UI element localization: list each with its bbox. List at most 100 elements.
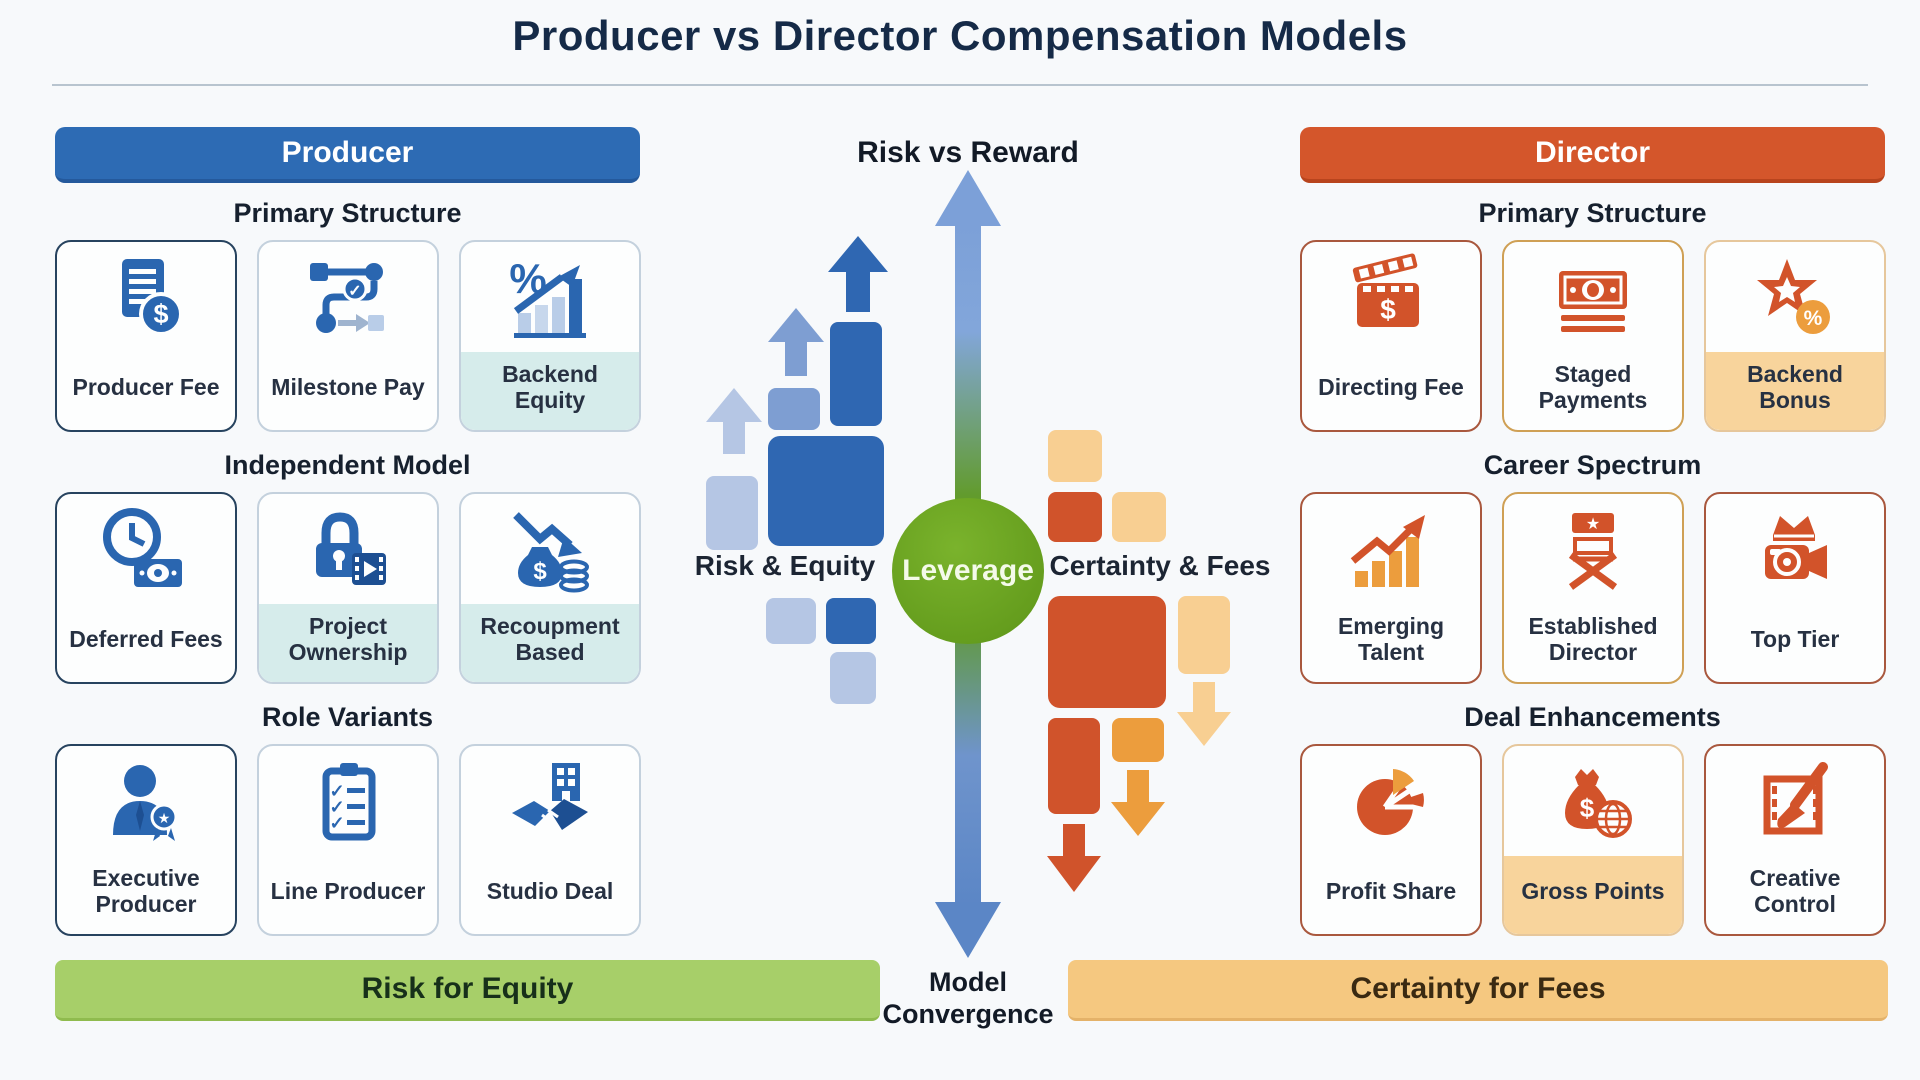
banknote-stack-icon xyxy=(1504,242,1682,352)
moneybag-globe-icon: $ xyxy=(1504,746,1682,856)
model-convergence-line2: Convergence xyxy=(882,999,1054,1030)
certainty-for-fees-banner: Certainty for Fees xyxy=(1068,960,1888,1021)
svg-text:%: % xyxy=(1804,307,1823,330)
risk-up-arrow-mid xyxy=(768,308,824,342)
risk-block xyxy=(766,598,816,644)
producer-banner: Producer xyxy=(55,127,640,183)
svg-text:$: $ xyxy=(533,558,547,585)
film-paintbrush-icon xyxy=(1706,746,1884,856)
director-section-heading-career-spectrum: Career Spectrum xyxy=(1483,450,1702,480)
certainty-down-arrow-red-stem xyxy=(1063,824,1085,858)
risk-block-large xyxy=(768,436,884,546)
person-award-icon: ★ xyxy=(57,746,235,856)
card-label: Producer Fee xyxy=(72,374,220,401)
card-label: Recoupment Based xyxy=(461,604,639,682)
main-arrow-down-head xyxy=(935,902,1001,958)
certainty-block xyxy=(1048,430,1102,482)
producer-section-heading-independent-model: Independent Model xyxy=(224,450,471,480)
card-backend-bonus: % Backend Bonus xyxy=(1704,240,1886,432)
milestone-path-icon: ✓ xyxy=(259,242,437,352)
certainty-block xyxy=(1112,492,1166,542)
card-creative-control: Creative Control xyxy=(1704,744,1886,936)
producer-section-heading-primary-structure: Primary Structure xyxy=(233,198,462,228)
svg-text:$: $ xyxy=(153,299,168,329)
risk-up-arrow-dark-stem xyxy=(846,270,870,312)
card-executive-producer: ★ Executive Producer xyxy=(55,744,237,936)
svg-text:★: ★ xyxy=(1586,516,1600,533)
certainty-down-arrow-light xyxy=(1177,712,1231,746)
risk-up-arrow-mid-stem xyxy=(785,340,807,376)
risk-for-equity-banner: Risk for Equity xyxy=(55,960,880,1021)
director-chair-icon: ★ xyxy=(1504,494,1682,604)
card-top-tier: Top Tier xyxy=(1704,492,1886,684)
risk-up-arrow-dark xyxy=(828,236,888,272)
camera-crown-icon xyxy=(1706,494,1884,604)
certainty-down-arrow-amber-stem xyxy=(1127,770,1149,804)
card-label: Staged Payments xyxy=(1538,361,1648,413)
card-label: Project Ownership xyxy=(259,604,437,682)
card-milestone-pay: ✓ Milestone Pay xyxy=(257,240,439,432)
percent-growth-chart-icon: % xyxy=(461,242,639,352)
down-arrow-moneybag-icon: $ xyxy=(461,494,639,604)
card-directing-fee: $ Directing Fee xyxy=(1300,240,1482,432)
risk-block xyxy=(830,652,876,704)
svg-text:$: $ xyxy=(1380,294,1396,325)
certainty-down-arrow-red xyxy=(1047,856,1101,892)
main-arrow-up-head xyxy=(935,170,1001,226)
star-percent-icon: % xyxy=(1706,242,1884,352)
certainty-block xyxy=(1178,596,1230,674)
svg-text:★: ★ xyxy=(158,810,171,826)
card-backend-equity: % Backend Equity xyxy=(459,240,641,432)
card-label: Gross Points xyxy=(1504,856,1682,934)
certainty-block xyxy=(1048,492,1102,542)
svg-text:✓: ✓ xyxy=(348,283,361,300)
card-label: Backend Equity xyxy=(461,352,639,430)
card-label: Executive Producer xyxy=(92,865,200,917)
card-label: Deferred Fees xyxy=(69,626,223,653)
card-label: Directing Fee xyxy=(1318,374,1464,401)
page-title: Producer vs Director Compensation Models xyxy=(512,12,1408,59)
model-convergence-line1: Model xyxy=(929,967,1007,997)
card-deferred-fees: Deferred Fees xyxy=(55,492,237,684)
card-label: Established Director xyxy=(1528,613,1658,665)
card-label: Creative Control xyxy=(1749,865,1841,917)
risk-up-arrow-light xyxy=(706,388,762,422)
model-convergence-label: Model Convergence xyxy=(858,966,1078,1031)
pie-chart-icon xyxy=(1302,746,1480,856)
director-section-heading-primary-structure: Primary Structure xyxy=(1478,198,1707,228)
card-producer-fee: $ Producer Fee xyxy=(55,240,237,432)
risk-equity-label: Risk & Equity xyxy=(694,550,876,581)
card-label: Profit Share xyxy=(1325,878,1457,905)
document-dollar-icon: $ xyxy=(57,242,235,352)
svg-text:✓: ✓ xyxy=(329,781,344,801)
risk-block xyxy=(826,598,876,644)
certainty-fees-label: Certainty & Fees xyxy=(1049,550,1271,581)
card-label: Top Tier xyxy=(1750,626,1840,653)
card-line-producer: ✓ ✓ ✓ Line Producer xyxy=(257,744,439,936)
risk-block xyxy=(706,476,758,550)
risk-block xyxy=(830,322,882,426)
card-recoupment-based: $ Recoupment Based xyxy=(459,492,641,684)
certainty-block-large xyxy=(1048,596,1166,708)
director-section-heading-deal-enhancements: Deal Enhancements xyxy=(1464,702,1721,732)
certainty-down-arrow-light-stem xyxy=(1193,682,1215,714)
certainty-block xyxy=(1048,718,1100,814)
certainty-block xyxy=(1112,718,1164,762)
card-label: Backend Bonus xyxy=(1706,352,1884,430)
card-staged-payments: Staged Payments xyxy=(1502,240,1684,432)
card-label: Studio Deal xyxy=(486,878,614,905)
card-label: Emerging Talent xyxy=(1337,613,1445,665)
card-label: Milestone Pay xyxy=(271,374,425,401)
rising-bars-arrow-icon xyxy=(1302,494,1480,604)
svg-text:✓: ✓ xyxy=(329,813,344,833)
svg-text:✓: ✓ xyxy=(329,797,344,817)
handshake-building-icon xyxy=(461,746,639,856)
card-profit-share: Profit Share xyxy=(1300,744,1482,936)
card-studio-deal: Studio Deal xyxy=(459,744,641,936)
director-banner: Director xyxy=(1300,127,1885,183)
risk-up-arrow-light-stem xyxy=(723,420,745,454)
svg-text:$: $ xyxy=(1580,793,1595,823)
certainty-down-arrow-amber xyxy=(1111,802,1165,836)
risk-vs-reward-title: Risk vs Reward xyxy=(857,136,1079,169)
risk-block xyxy=(768,388,820,430)
